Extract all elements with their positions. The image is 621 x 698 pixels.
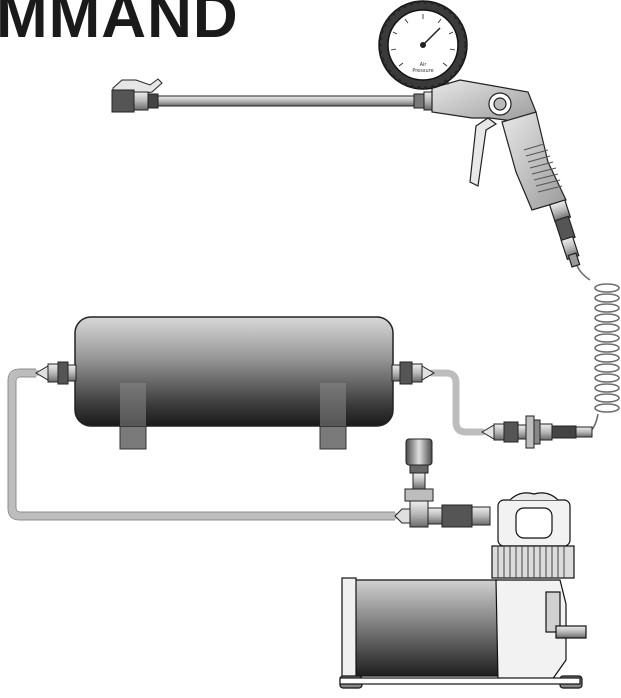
air-hose xyxy=(8,369,486,520)
pressure-gauge: Air Pressure xyxy=(378,0,468,90)
tank-fitting-left xyxy=(35,361,77,385)
gun-barrel xyxy=(431,79,537,123)
pressure-switch xyxy=(394,438,491,528)
switch-cap xyxy=(405,438,433,466)
air-compressor xyxy=(339,492,587,689)
gun-trigger xyxy=(469,117,498,187)
extension-tube xyxy=(157,95,415,107)
inline-coupler xyxy=(481,415,593,449)
tire-chuck xyxy=(111,89,135,113)
compressor-motor xyxy=(351,579,503,677)
tank-fitting-right xyxy=(391,361,435,385)
inflator-wand xyxy=(111,78,433,113)
gun-handle xyxy=(501,111,567,211)
inflator-gun xyxy=(431,79,581,268)
gauge-label-air: Air xyxy=(420,62,428,68)
gauge-label-pressure: Pressure xyxy=(412,68,433,74)
cooling-fins xyxy=(491,545,575,579)
coiled-hose xyxy=(575,261,620,433)
air-hose-outline xyxy=(7,368,395,521)
gauge-needle xyxy=(422,27,441,46)
compressor-outlet xyxy=(555,625,587,639)
air-tank xyxy=(35,316,435,450)
page-title: MMAND xyxy=(0,0,239,51)
